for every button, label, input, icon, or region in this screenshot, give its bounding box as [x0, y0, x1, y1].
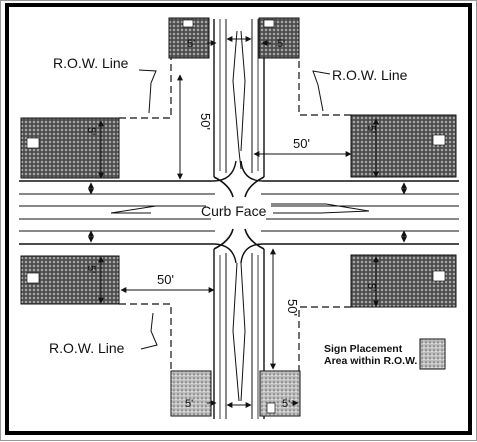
dim-50-horizontal-upper: 50': [293, 136, 310, 151]
dim-50-vertical-upper: 50': [198, 113, 213, 130]
legend-line-1: Sign Placement: [324, 343, 403, 355]
horizontal-road: [19, 160, 459, 264]
dim-5-bottom-right: 5': [282, 398, 290, 410]
dim-5-top-right: 5': [277, 38, 285, 50]
dim-5-right-lower: 5': [365, 283, 377, 291]
vertical-road: [213, 19, 265, 419]
sign-area-bottom-left: [170, 370, 212, 417]
sign-area-left-upper: [20, 117, 120, 179]
curb-face-label: Curb Face: [201, 203, 267, 219]
sign-area-right-upper: [350, 114, 457, 178]
legend-swatch: [419, 338, 446, 370]
row-lines: [119, 58, 351, 371]
dim-5-left-lower: 5': [85, 265, 97, 273]
sign-area-top-left: [168, 17, 210, 59]
dim-50-horizontal-lower: 50': [157, 272, 174, 287]
dim-5-top-left: 5': [187, 38, 195, 50]
sign-area-right-lower: [350, 254, 457, 308]
dim-50-vertical-lower: 50': [285, 299, 300, 316]
sign-area-top-right: [258, 17, 300, 59]
dim-5-right-upper: 5': [365, 125, 377, 133]
row-line-label-bottom-left: R.O.W. Line: [49, 340, 125, 356]
row-line-label-top-left: R.O.W. Line: [53, 55, 129, 71]
sign-area-left-lower: [20, 255, 120, 305]
row-line-label-top-right: R.O.W. Line: [332, 67, 408, 83]
dim-5-left-upper: 5': [85, 127, 97, 135]
leaders: [138, 69, 331, 350]
sign-area-bottom-right: [259, 370, 301, 417]
dim-5-bottom-left: 5': [185, 398, 193, 410]
curb-face-corners: [213, 176, 265, 250]
outer-border: [5, 3, 472, 435]
dimensions: [88, 36, 407, 408]
legend-line-2: Area within R.O.W.: [324, 355, 417, 367]
